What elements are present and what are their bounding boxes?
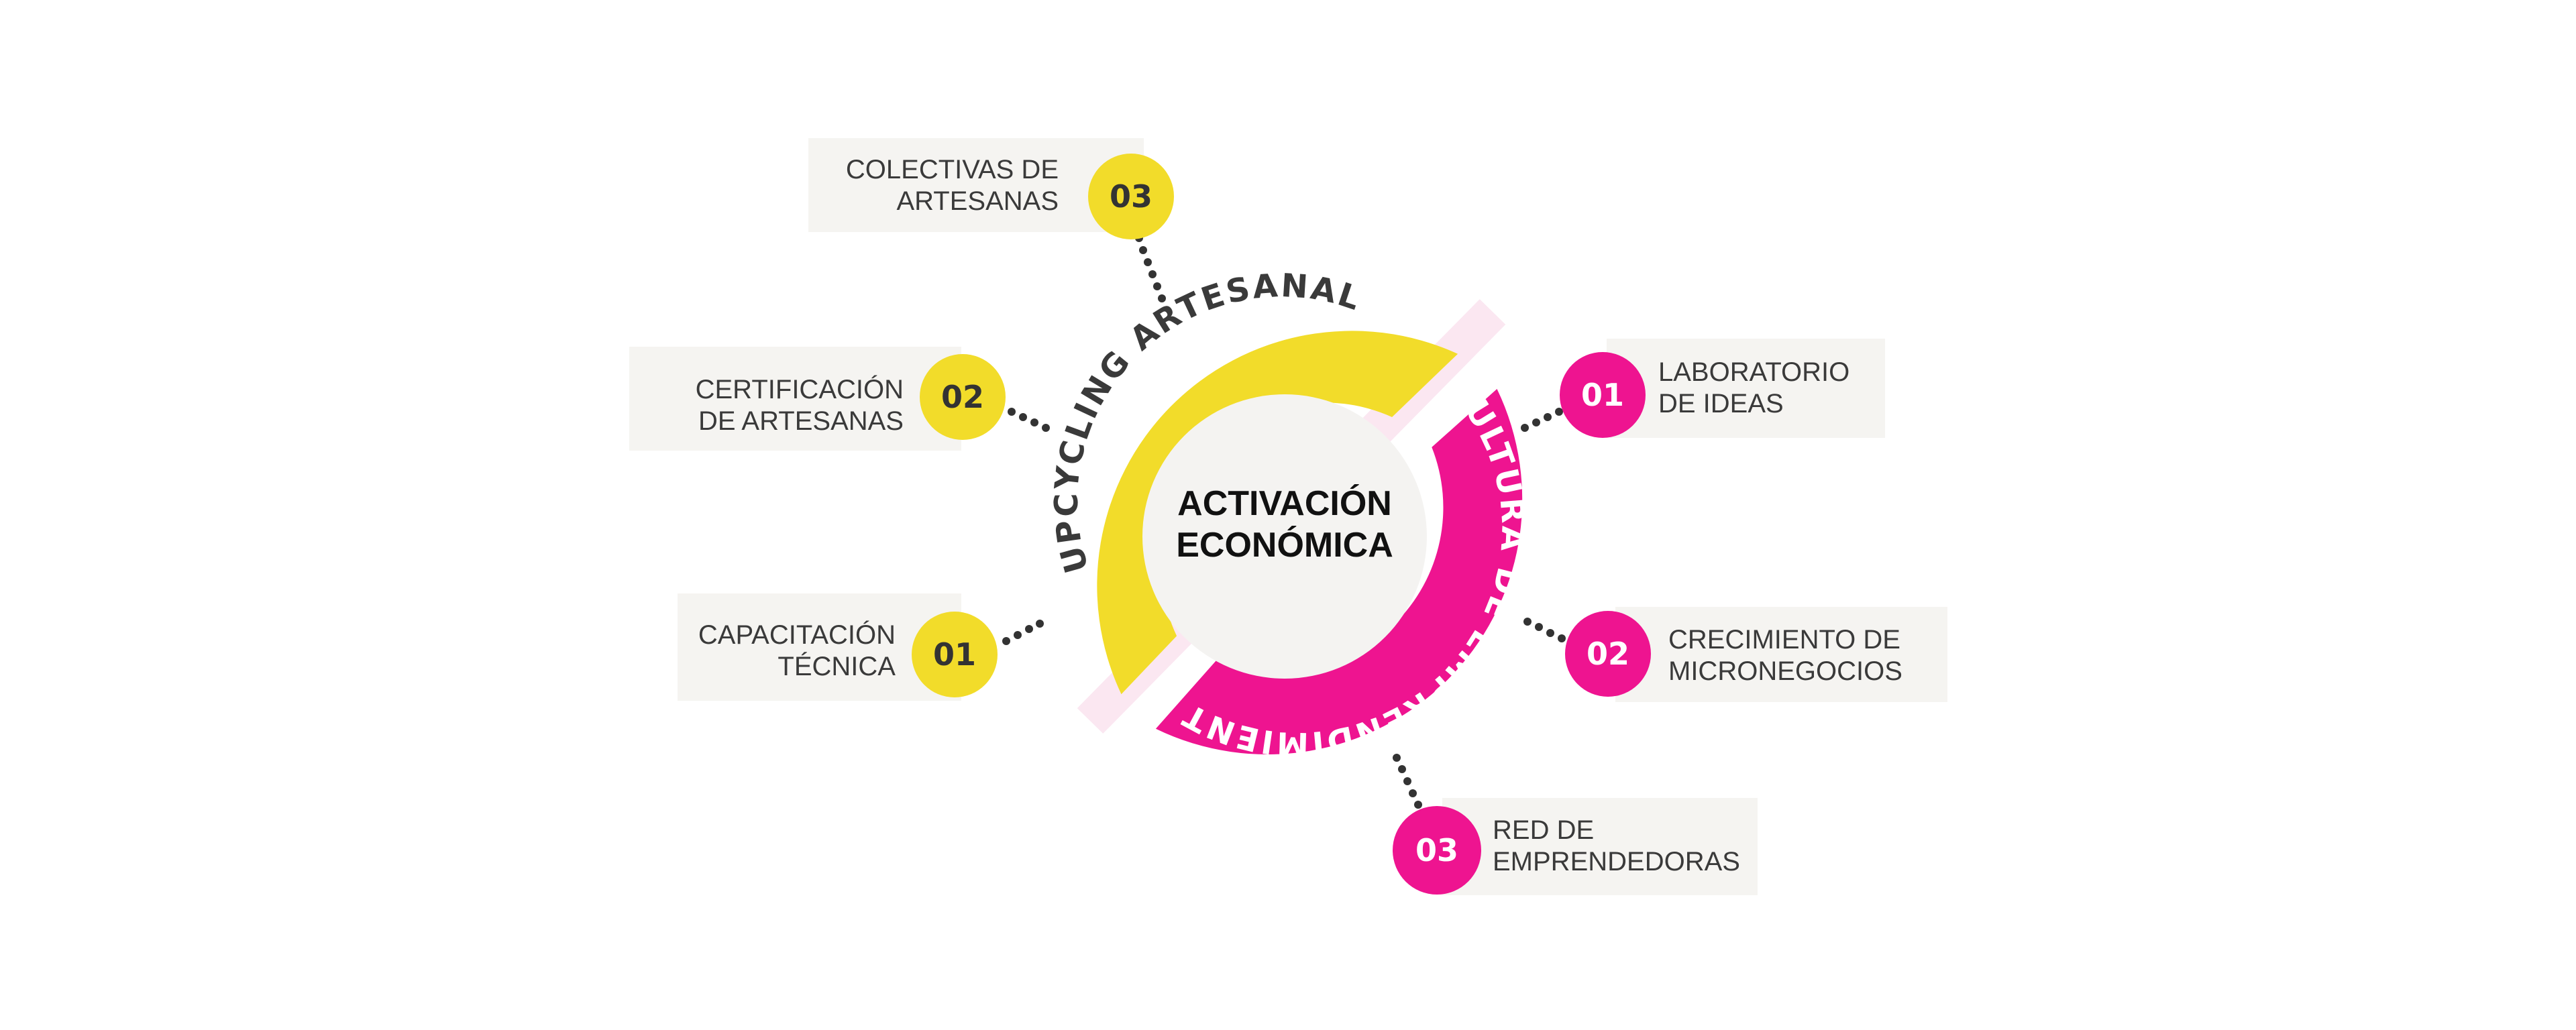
item-label-box [1615,607,1947,702]
item-label-box [808,138,1144,232]
item-red-de-emprendedoras: RED DE EMPRENDEDORAS 03 [1393,798,1758,895]
item-number-badge [912,612,998,697]
item-number: 01 [933,636,976,673]
item-number-badge [1560,352,1646,438]
item-number-badge [1565,611,1651,697]
item-number: 03 [1415,832,1458,868]
item-number-badge [920,354,1006,440]
connector-dots [1002,234,1566,809]
item-label-line-1: CERTIFICACIÓN [696,374,904,404]
item-number: 02 [941,379,984,415]
item-laboratorio-de-ideas: LABORATORIO DE IDEAS 01 [1560,339,1885,438]
item-number: 02 [1587,636,1629,672]
item-label-line-2: MICRONEGOCIOS [1668,656,1902,686]
item-label-box [1607,339,1885,438]
center-title-line-2: ECONÓMICA [1176,526,1393,565]
item-capacitacion-tecnica: CAPACITACIÓN TÉCNICA 01 [678,593,998,701]
item-label-line-2: DE ARTESANAS [698,406,904,436]
item-label-line-2: DE IDEAS [1658,389,1784,418]
item-label-box [629,347,961,451]
item-label-line-2: EMPRENDEDORAS [1493,847,1740,876]
item-label-line-2: ARTESANAS [896,186,1059,216]
item-label-line-2: TÉCNICA [777,651,896,681]
item-certificacion-de-artesanas: CERTIFICACIÓN DE ARTESANAS 02 [629,347,1006,451]
center-circle [1142,394,1427,679]
yellow-arc [1097,331,1458,695]
pink-arc [1155,389,1523,755]
item-label-line-1: RED DE [1493,815,1594,845]
center-title-line-1: ACTIVACIÓN [1177,484,1392,523]
item-label-line-1: LABORATORIO [1658,357,1849,387]
item-crecimiento-de-micronegocios: CRECIMIENTO DE MICRONEGOCIOS 02 [1565,607,1947,702]
item-number: 03 [1110,178,1152,215]
item-label-line-1: COLECTIVAS DE [846,155,1059,184]
item-label-box [1442,798,1758,895]
item-label-line-1: CRECIMIENTO DE [1668,625,1900,654]
item-label-line-1: CAPACITACIÓN [698,620,896,650]
item-number: 01 [1581,377,1624,413]
item-colectivas-de-artesanas: COLECTIVAS DE ARTESANAS 03 [808,138,1174,239]
item-number-badge [1088,154,1174,239]
item-number-badge [1393,806,1481,895]
